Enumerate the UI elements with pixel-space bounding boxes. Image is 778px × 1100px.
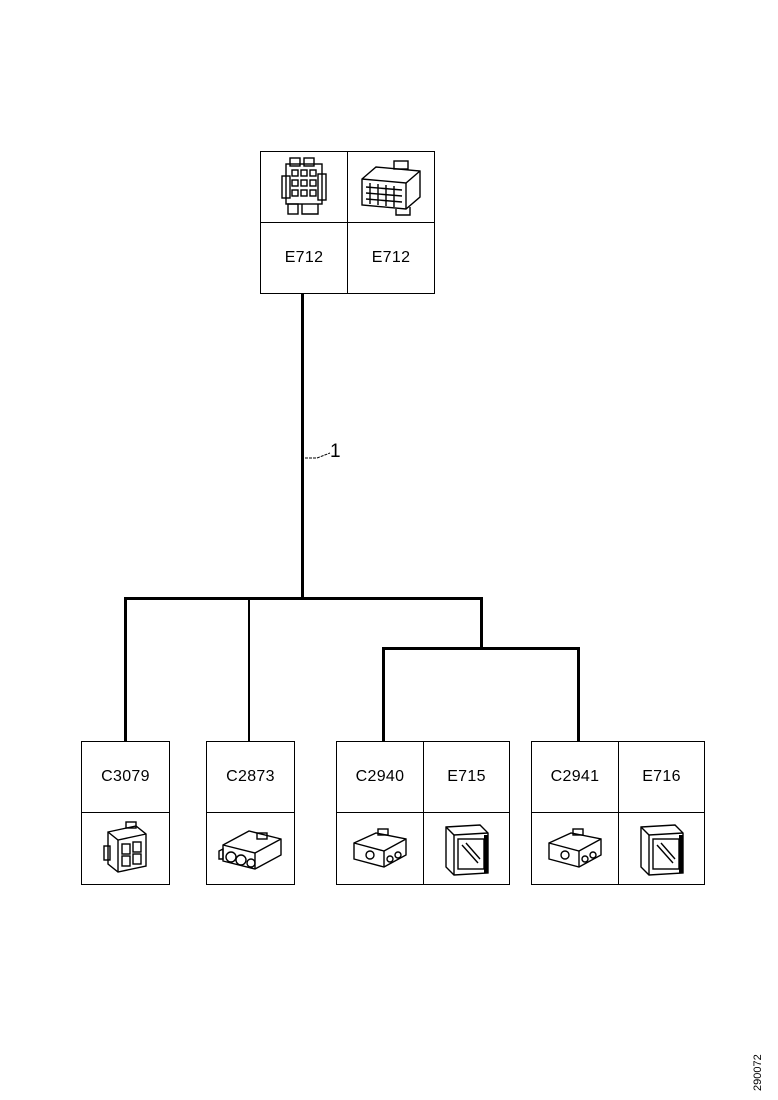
harness-main-branch-line [124,597,483,600]
connector-label: E716 [619,742,704,813]
branch-c2873-line [248,597,250,742]
branch-sub-drop-line [480,597,483,649]
connector-icon-cell [207,813,294,884]
harness-sub-branch-line [382,647,580,650]
connector-box-c2873: C2873 [206,741,295,885]
connector-label: E715 [424,742,509,813]
harness-trunk-line [301,292,304,599]
branch-c3079-line [124,597,127,742]
callout-leader [305,452,331,459]
connector-icon-cell [532,813,619,884]
branch-c2941-line [577,647,580,742]
top-right-label: E712 [371,249,411,266]
connector-label: C2873 [207,742,294,813]
connector-icon-cell [337,813,424,884]
connector-label: C2941 [532,742,619,813]
connector-box-c3079: C3079 [81,741,170,885]
top-left-label: E712 [261,223,348,293]
sensor-module-icon [444,823,489,876]
connector-box-c2941-e716: C2941 E716 [531,741,705,885]
connector-label: C2940 [337,742,424,813]
connector-plug-icon [102,820,147,873]
drawing-id-number: 290072 [752,1054,764,1091]
top-connector-box: E712 E712 [260,151,435,294]
connector-icon-cell [424,813,509,884]
connector-icon-cell [82,813,169,884]
connector-box-c2940-e715: C2940 E715 [336,741,510,885]
connector-icon-cell [619,813,704,884]
harness-callout-number: 1 [330,441,341,462]
branch-c2940-line [382,647,385,742]
connector-label: C3079 [82,742,169,813]
sensor-module-icon [639,823,684,876]
top-right-icon-cell [348,152,434,223]
top-left-icon-cell [261,152,348,223]
connector-housing-icon [281,157,327,215]
connector-plug-icon [217,829,282,870]
connector-plug-icon [353,827,407,868]
connector-plug-icon [361,160,421,216]
connector-plug-icon [548,827,602,868]
